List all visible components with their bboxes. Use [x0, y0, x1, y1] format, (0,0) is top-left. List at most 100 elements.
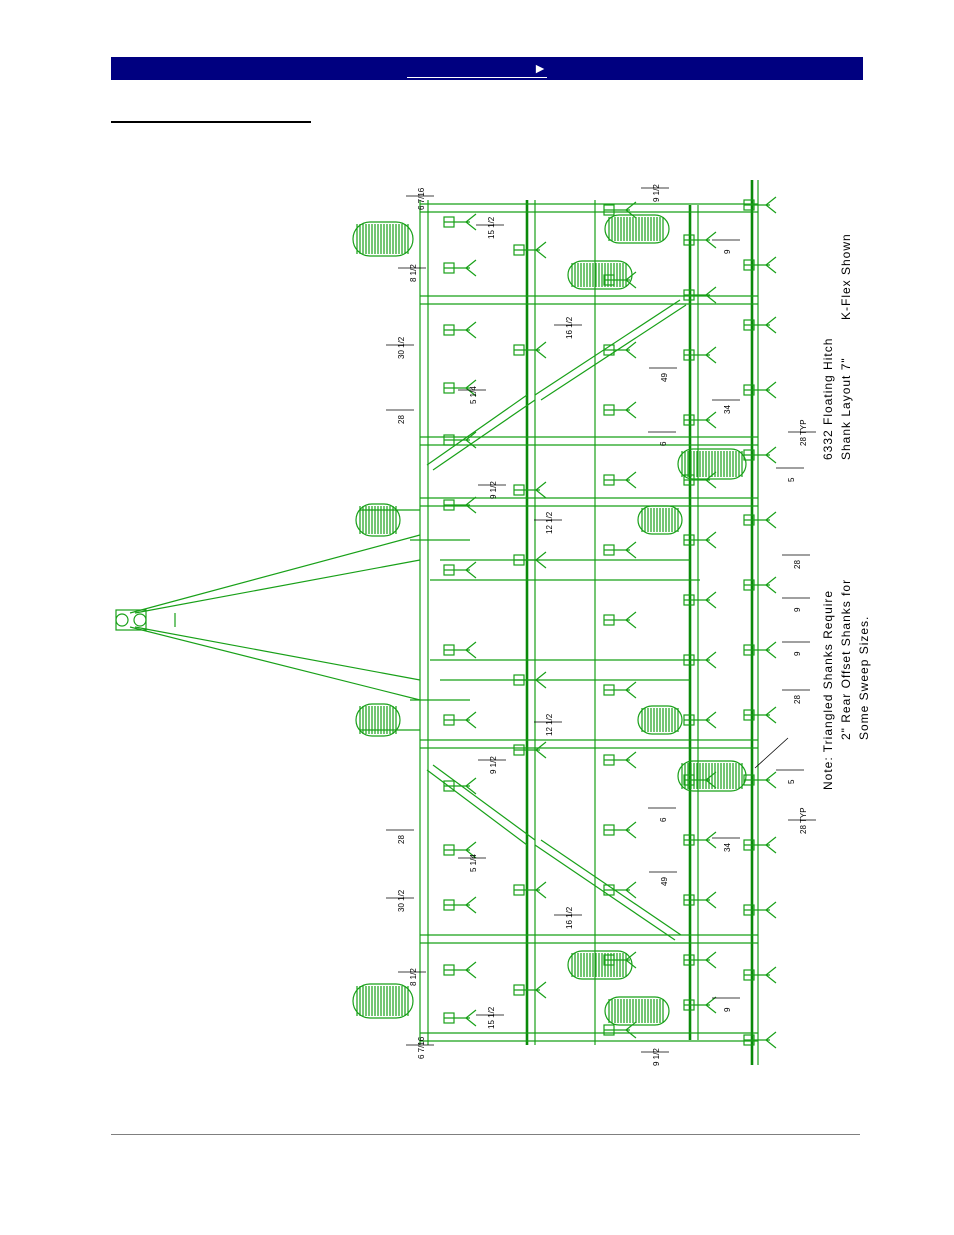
shank [603, 1021, 637, 1039]
dimension-callout: 15 1/2 [476, 216, 504, 239]
shank [603, 541, 637, 559]
shank [683, 831, 717, 849]
shank [683, 996, 717, 1014]
shank [683, 411, 717, 429]
dimension-label: 15 1/2 [487, 216, 496, 239]
dimension-callout: 8 1/2 [398, 264, 426, 282]
implement-frame [115, 180, 759, 1065]
shank [513, 481, 547, 499]
caption-line-2: Shank Layout 7" [839, 357, 853, 460]
gauge-wheel [604, 996, 670, 1026]
shank-assemblies [443, 196, 777, 1049]
dimension-callout: 9 [712, 997, 740, 1012]
gauge-wheels [352, 214, 747, 1026]
dimension-label: 9 1/2 [652, 1048, 661, 1066]
dimension-callout: 28 TYP [788, 419, 816, 446]
dimension-label: 6 [659, 441, 668, 446]
dimension-label: 8 1/2 [409, 968, 418, 986]
dimension-callout: 9 [782, 641, 810, 656]
shank [683, 651, 717, 669]
dimension-callout: 49 [649, 367, 677, 382]
dimension-label: 9 [723, 1007, 732, 1012]
shank [513, 981, 547, 999]
dimension-callout: 6 [648, 431, 676, 446]
dimension-label: 6 [659, 817, 668, 822]
shank [443, 496, 477, 514]
shank [603, 271, 637, 289]
caption-line-1: 6332 Floating Hitch [821, 338, 835, 460]
dimension-callout: 28 [386, 829, 414, 844]
dimension-callout: 12 1/2 [534, 713, 562, 736]
dimension-label: 28 TYP [799, 807, 808, 834]
shank [683, 286, 717, 304]
shank [443, 777, 477, 795]
dimension-callout: 5 1/4 [458, 386, 486, 404]
gauge-wheel [677, 760, 747, 792]
dimension-label: 34 [723, 843, 732, 852]
shank [683, 471, 717, 489]
dimension-label: 15 1/2 [487, 1006, 496, 1029]
dimension-callout: 30 1/2 [386, 889, 414, 912]
shank [683, 231, 717, 249]
dimension-callout: 34 [712, 837, 740, 852]
shank [603, 751, 637, 769]
dimension-label: 28 [793, 695, 802, 704]
shank [513, 881, 547, 899]
gauge-wheel [637, 505, 683, 535]
drawing-note: Note: Triangled Shanks Require 2" Rear O… [821, 579, 871, 790]
shank [603, 401, 637, 419]
shank [603, 341, 637, 359]
dimension-callout: 6 7/16 [406, 187, 434, 210]
dimension-callout: 28 [782, 689, 810, 704]
shank [443, 561, 477, 579]
shank [683, 346, 717, 364]
gauge-wheel [637, 705, 683, 735]
dimension-callout: 5 [776, 467, 804, 482]
dimension-label: 9 [793, 607, 802, 612]
dimension-label: 28 [397, 415, 406, 424]
shank [743, 966, 777, 984]
shank [683, 891, 717, 909]
dimension-label: 49 [660, 877, 669, 886]
dimension-callout: 49 [649, 871, 677, 886]
shank [743, 1031, 777, 1049]
gauge-wheel [677, 448, 747, 480]
shank [683, 711, 717, 729]
shank [683, 531, 717, 549]
dimension-label: 28 TYP [799, 419, 808, 446]
dimension-label: 6 7/16 [417, 1036, 426, 1059]
header-banner: ► [111, 57, 863, 80]
dimension-callout: 9 1/2 [641, 184, 669, 202]
gauge-wheel [567, 950, 633, 980]
drawing-caption: 6332 Floating Hitch Shank Layout 7" K-Fl… [821, 233, 853, 460]
dimension-callout: 5 1/4 [458, 854, 486, 872]
dimension-label: 9 1/2 [489, 481, 498, 499]
dimension-callout: 5 [776, 769, 804, 784]
dimension-label: 5 1/4 [469, 386, 478, 404]
dimension-callout: 9 1/2 [478, 756, 506, 774]
shank [743, 576, 777, 594]
shank [743, 771, 777, 789]
shank [743, 446, 777, 464]
shank [603, 611, 637, 629]
dimension-label: 8 1/2 [409, 264, 418, 282]
note-line-2: 2" Rear Offset Shanks for [839, 579, 853, 740]
shank [443, 213, 477, 231]
dimension-label: 34 [723, 405, 732, 414]
shank [683, 771, 717, 789]
next-page-link[interactable]: ► [407, 59, 547, 78]
dimension-callout: 15 1/2 [476, 1006, 504, 1029]
dimension-callout: 28 [386, 409, 414, 424]
dimension-label: 16 1/2 [565, 316, 574, 339]
dimension-callout: 8 1/2 [398, 968, 426, 986]
gauge-wheel [352, 983, 414, 1019]
next-arrow-icon: ► [533, 60, 547, 76]
dimension-callout: 28 [782, 554, 810, 569]
shank [443, 896, 477, 914]
shank [683, 591, 717, 609]
dimension-callout: 9 1/2 [641, 1048, 669, 1066]
dimension-label: 9 1/2 [489, 756, 498, 774]
section-heading-underline [111, 121, 311, 123]
gauge-wheel [604, 214, 670, 244]
gauge-wheel [567, 260, 633, 290]
